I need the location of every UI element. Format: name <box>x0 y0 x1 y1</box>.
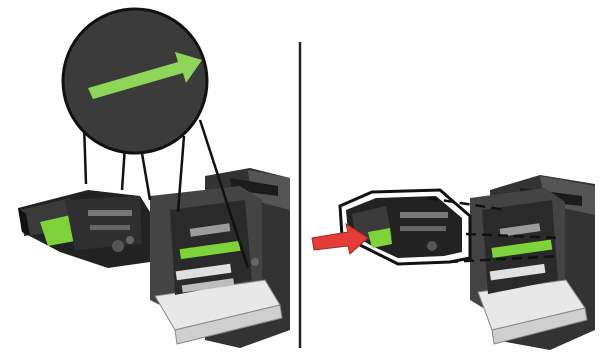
green-arrow-icon <box>88 52 202 99</box>
right-panel <box>311 175 595 350</box>
red-arrow-icon <box>311 222 369 255</box>
magnifier-callout <box>61 7 209 155</box>
printer-right <box>470 175 595 350</box>
imaging-unit-right <box>338 188 472 266</box>
imaging-unit-left <box>18 190 150 268</box>
left-panel <box>18 7 290 348</box>
alignment-guide-lines <box>427 196 561 264</box>
printer-left <box>150 168 290 348</box>
